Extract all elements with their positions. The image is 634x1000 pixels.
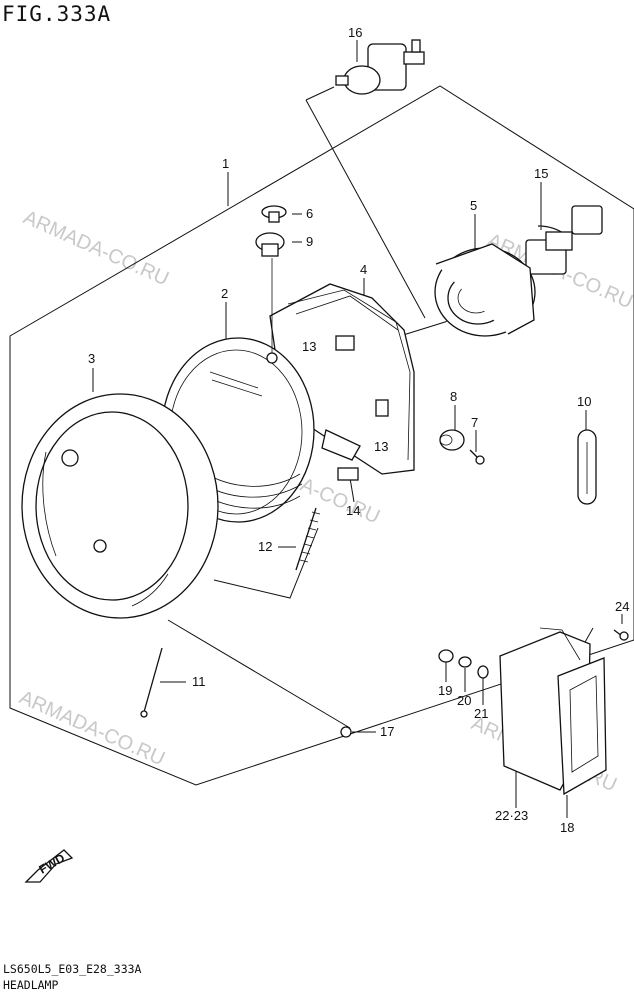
callout-1: 1 [222, 156, 229, 171]
assembly-outline [9, 85, 634, 786]
callout-18: 18 [560, 820, 574, 835]
headlamp-housing-bracket[interactable] [269, 283, 415, 481]
callout-7: 7 [471, 415, 478, 430]
callout-9: 9 [306, 234, 313, 249]
callout-13a: 13 [302, 339, 316, 354]
callout-13b: 13 [374, 439, 388, 454]
callout-15: 15 [534, 166, 548, 181]
watermark-1: ARMADA-CO.RU [20, 206, 172, 290]
section-name: HEADLAMP [3, 978, 59, 992]
callout-20: 20 [457, 693, 471, 708]
panel-screw[interactable] [613, 629, 629, 641]
callout-21: 21 [474, 706, 488, 721]
callout-2: 2 [221, 286, 228, 301]
adjusting-spring[interactable] [295, 507, 321, 571]
adjusting-screw[interactable] [140, 647, 163, 718]
callout-8: 8 [450, 389, 457, 404]
cushion-bolt[interactable] [469, 449, 485, 465]
callout-10: 10 [577, 394, 591, 409]
bulb-socket-connector[interactable] [525, 205, 603, 275]
rubber-grommet[interactable] [255, 232, 285, 257]
cushion-rubber[interactable] [439, 429, 465, 451]
callout-11: 11 [192, 674, 206, 689]
callout-19: 19 [438, 683, 452, 698]
headlamp-rear-cover[interactable] [434, 243, 536, 337]
lock-washer[interactable] [477, 665, 489, 679]
callout-16: 16 [348, 25, 362, 40]
callout-4: 4 [360, 262, 367, 277]
headlamp-rim[interactable] [21, 393, 219, 619]
watermark-4: ARMADA-CO.RU [16, 686, 168, 770]
rim-screw[interactable] [340, 726, 352, 738]
callout-12: 12 [258, 539, 272, 554]
callout-24: 24 [615, 599, 629, 614]
figure-title: FIG.333A [2, 2, 112, 26]
mounting-stud [266, 352, 278, 364]
callout-labels: 1 2 3 4 5 6 7 8 9 10 11 12 13 13 14 15 1… [88, 25, 629, 835]
forward-direction-arrow: FWD [24, 849, 74, 883]
callout-22-23: 22·23 [495, 808, 528, 823]
callout-17: 17 [380, 724, 394, 739]
mounting-screw[interactable] [261, 205, 287, 223]
leader-lines [92, 40, 623, 818]
callout-3: 3 [88, 351, 95, 366]
wiring-clamp[interactable] [577, 429, 597, 505]
headlamp-bulb[interactable] [335, 39, 425, 95]
washer[interactable] [458, 656, 472, 668]
callout-5: 5 [470, 198, 477, 213]
nut[interactable] [438, 649, 454, 663]
callout-6: 6 [306, 206, 313, 221]
model-code: LS650L5_E03_E28_333A [3, 962, 142, 976]
indicator-lens-panel[interactable] [557, 657, 607, 796]
callout-14: 14 [346, 503, 360, 518]
